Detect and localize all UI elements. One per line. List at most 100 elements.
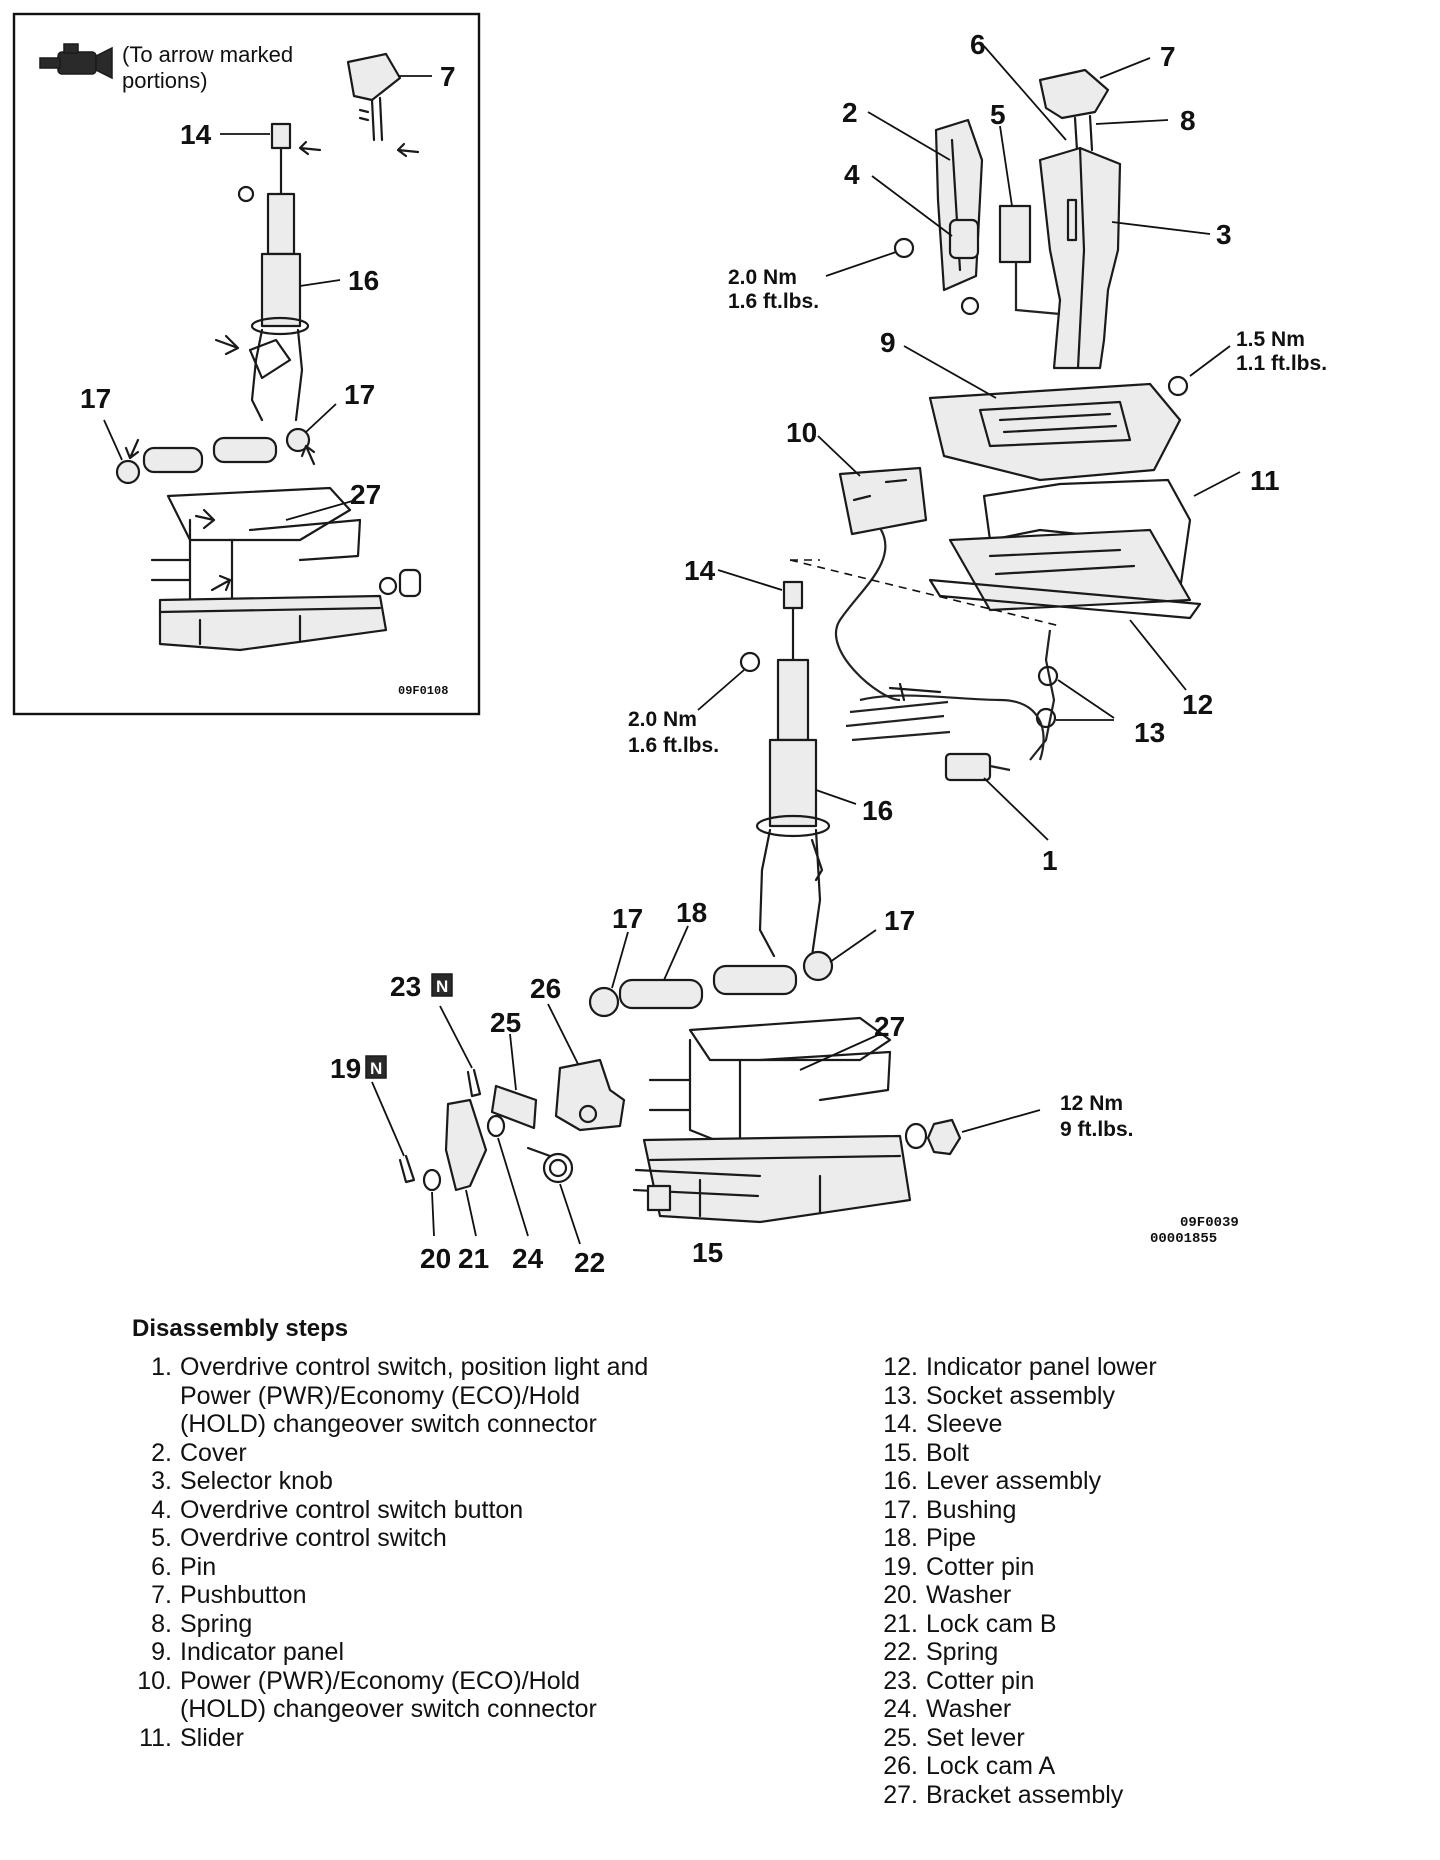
new-part-mark-19: N [365,1055,387,1079]
inset-caption-line1: (To arrow marked [122,42,293,67]
step-text: Pipe [926,1524,977,1552]
disassembly-steps-title: Disassembly steps [132,1315,349,1342]
step-item: 6.Pin [130,1553,650,1582]
inset-bushings-pipe [115,427,311,485]
inset-callout-27: 27 [350,479,381,510]
step-text: Spring [180,1609,253,1638]
callout-15: 15 [692,1237,723,1268]
callout-8: 8 [1180,105,1196,136]
inset-frame [12,12,481,716]
inset-arrow-icon [300,444,316,466]
callout-18: 18 [676,897,707,928]
cotter-pin-23-part [466,1068,482,1098]
step-item: 18. Pipe [870,1524,1350,1553]
inset-arrow-icon [298,140,322,156]
inset-callout-16: 16 [348,265,379,296]
inset-screw [237,185,255,203]
step-item: 11. Slider [130,1724,650,1753]
figure-code-1: 09F0039 [1180,1215,1239,1231]
step-text: Washer [926,1695,1012,1723]
bracket-assembly-part [632,1016,912,1224]
step-text: Selector knob [180,1467,333,1495]
indicator-panel-part [928,382,1182,482]
socket-assembly-part [845,629,1059,761]
inset-arrow-icon [214,334,240,356]
step-number: 4. [151,1495,172,1524]
od-switch-button-part [948,218,980,260]
selector-knob-part [1038,146,1122,370]
step-number: 18. [883,1524,918,1552]
washer-icon [904,1122,928,1150]
callout-11: 11 [1250,465,1280,496]
step-text: Set lever [926,1723,1025,1752]
step-text: Power (PWR)/Economy (ECO)/Hold (HOLD) ch… [180,1666,597,1724]
callout-24: 24 [512,1243,544,1274]
alignment-line [789,559,1061,627]
step-number: 8. [151,1609,172,1638]
step-item: 10. Power (PWR)/Economy (ECO)/Hold (HOLD)… [130,1667,650,1724]
torque-2-ft: 1.1 ft.lbs. [1236,352,1327,375]
step-item: 24.Washer [870,1695,1350,1724]
step-item: 27.Bracket assembly [870,1781,1350,1810]
washer-20-part [422,1168,442,1192]
callout-19: 19 [330,1053,361,1084]
torque-4-nm: 12 Nm [1060,1092,1123,1115]
lock-cam-b-part [444,1098,488,1192]
step-text: Bolt [926,1438,970,1467]
torque-2-nm: 1.5 Nm [1236,328,1305,351]
new-part-mark-23: N [431,973,453,997]
inset-caption-line2: portions) [122,68,208,93]
inset-nut [398,568,422,598]
step-item: 14.Sleeve [870,1410,1350,1439]
step-item: 16.Lever assembly [870,1467,1350,1496]
step-number: 11. [139,1723,172,1752]
step-text: Cotter pin [926,1666,1035,1695]
inset-arrow-icon [396,142,420,158]
cover-screw [960,296,980,316]
step-text: Lock cam A [926,1752,1056,1780]
svg-text:N: N [436,977,448,996]
step-text: Socket assembly [926,1381,1115,1410]
step-number: 23. [883,1666,918,1695]
step-number: 22. [883,1638,918,1666]
step-number: 27. [883,1780,918,1809]
inset-arrow-icon [194,508,216,530]
step-number: 12. [883,1353,918,1381]
step-item: 4. Overdrive control switch button [130,1496,650,1525]
step-item: 26.Lock cam A [870,1752,1350,1781]
spring-part [526,1146,574,1184]
step-item: 8. Spring [130,1610,650,1639]
step-number: 6. [151,1552,172,1581]
lock-cam-a-part [554,1058,626,1132]
step-number: 15. [883,1438,918,1467]
callout-23: 23 [390,971,421,1002]
lever-assembly-part [755,606,831,958]
callout-26: 26 [530,973,561,1004]
callout-27: 27 [874,1011,905,1042]
step-item: 2.Cover [130,1439,650,1468]
step-text: Bushing [926,1495,1017,1524]
torque-3-ft: 1.6 ft.lbs. [628,734,719,757]
connector-part [944,752,1011,782]
step-number: 14. [883,1410,918,1438]
callout-12: 12 [1182,689,1213,720]
callout-13: 13 [1134,717,1165,748]
callout-5: 5 [990,99,1006,130]
step-text: Slider [180,1723,244,1752]
torque-1-nm: 2.0 Nm [728,266,797,289]
step-number: 25. [883,1723,918,1752]
step-number: 5. [151,1524,172,1552]
inset-bracket-assembly [150,486,388,652]
step-text: Overdrive control switch button [180,1495,524,1524]
torque-4-ft: 9 ft.lbs. [1060,1118,1134,1141]
step-item: 23. Cotter pin [870,1667,1350,1696]
step-text: Spring [926,1638,999,1666]
step-number: 10. [137,1666,172,1695]
callout-14: 14 [684,555,716,586]
step-text: Overdrive control switch [180,1524,447,1552]
inset-callout-7: 7 [440,61,456,92]
bushings-and-pipe-part [588,950,834,1018]
inset-washer [378,576,398,596]
svg-text:N: N [370,1059,382,1078]
step-number: 19. [883,1552,918,1581]
